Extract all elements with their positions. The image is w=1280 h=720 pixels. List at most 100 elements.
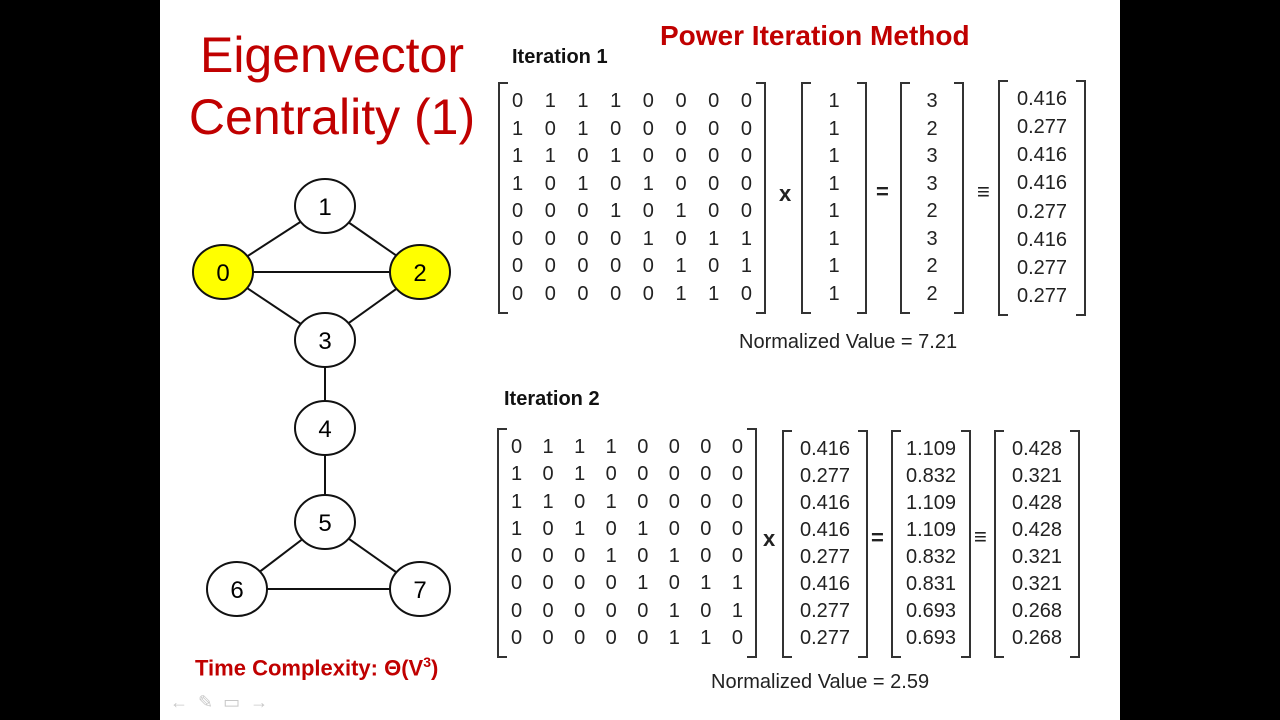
matrix-cell: 0 bbox=[577, 145, 589, 168]
vector-entry: 1 bbox=[809, 90, 859, 113]
menu-icon[interactable]: ▭ bbox=[223, 691, 241, 712]
matrix-cell: 1 bbox=[642, 172, 654, 195]
vector-entry: 1 bbox=[809, 283, 859, 306]
matrix-cell: 0.428 bbox=[1011, 519, 1063, 541]
matrix-cell: 0 bbox=[544, 200, 556, 223]
matrix-cell: 1 bbox=[637, 572, 649, 595]
matrix-cell: 0.428 bbox=[1011, 492, 1063, 514]
matrix-cell: 0 bbox=[637, 436, 649, 458]
matrix-cell: 0 bbox=[700, 490, 712, 513]
graph-node-circle bbox=[294, 400, 356, 456]
graph-node-label: 2 bbox=[413, 260, 426, 287]
matrix-cell: 1 bbox=[512, 145, 524, 168]
graph-node-circle bbox=[389, 561, 451, 617]
graph-node-circle bbox=[294, 312, 356, 368]
matrix-cell: 0 bbox=[610, 282, 622, 305]
matrix-cell: 1 bbox=[574, 436, 586, 458]
matrix-cell: 0 bbox=[574, 626, 586, 649]
matrix-cell: 0.416 bbox=[799, 492, 851, 514]
vector-entry: 3 bbox=[908, 90, 956, 113]
matrix-cell: 3 bbox=[926, 90, 938, 112]
matrix-cell: 1 bbox=[675, 282, 687, 305]
iteration-2-times: x bbox=[763, 526, 776, 551]
matrix-cell: 0 bbox=[675, 227, 687, 250]
matrix-cell: 1 bbox=[828, 227, 840, 250]
vector-entry: 3 bbox=[908, 145, 956, 168]
matrix-cell: 0 bbox=[511, 545, 523, 568]
next-arrow-icon[interactable]: → bbox=[250, 691, 269, 712]
vector-entry: 0.416 bbox=[790, 573, 860, 596]
matrix-cell: 1 bbox=[511, 490, 523, 513]
matrix-cell: 1 bbox=[610, 200, 622, 223]
matrix-cell: 0 bbox=[511, 572, 523, 595]
matrix-cell: 0 bbox=[731, 545, 743, 568]
vector-entry: 1.109 bbox=[899, 438, 963, 461]
matrix-cell: 0 bbox=[544, 227, 556, 250]
matrix-cell: 1 bbox=[574, 463, 586, 486]
graph-node-label: 7 bbox=[413, 577, 426, 604]
slide-heading: Power Iteration Method bbox=[660, 20, 970, 51]
time-complexity-close: ) bbox=[431, 655, 439, 681]
matrix-cell: 1 bbox=[577, 172, 589, 195]
matrix-cell: 1 bbox=[828, 117, 840, 140]
matrix-cell: 0 bbox=[637, 490, 649, 513]
matrix-cell: 0 bbox=[512, 255, 524, 278]
matrix-cell: 2 bbox=[926, 117, 938, 140]
title-line-1: Eigenvector bbox=[199, 27, 465, 83]
matrix-cell: 0 bbox=[542, 517, 554, 540]
vector-entry: 0.416 bbox=[1006, 144, 1078, 167]
matrix-cell: 0 bbox=[605, 626, 617, 649]
graph-node-circle bbox=[294, 494, 356, 550]
matrix-cell: 0 bbox=[642, 117, 654, 140]
matrix-cell: 0 bbox=[731, 490, 743, 513]
matrix-cell: 0.277 bbox=[799, 600, 851, 622]
matrix-cell: 0 bbox=[668, 517, 680, 540]
matrix-cell: 0 bbox=[511, 436, 523, 458]
matrix-cell: 0 bbox=[512, 282, 524, 305]
matrix-cell: 1 bbox=[512, 117, 524, 140]
matrix-cell: 0.693 bbox=[905, 600, 957, 622]
matrix-cell: 1 bbox=[542, 436, 554, 458]
matrix-cell: 0.428 bbox=[1011, 438, 1063, 460]
graph-node-label: 1 bbox=[318, 194, 331, 221]
pen-icon[interactable]: ✎ bbox=[198, 691, 214, 712]
vector-entry: 1 bbox=[809, 200, 859, 223]
matrix-cell: 0 bbox=[731, 626, 743, 649]
matrix-cell: 0 bbox=[708, 90, 720, 112]
iteration-2-approx: ≡ bbox=[974, 524, 987, 549]
matrix-cell: 0.277 bbox=[1016, 284, 1068, 307]
iteration-1-normalized-value: Normalized Value = 7.21 bbox=[739, 331, 958, 353]
iteration-2-normalized-value: Normalized Value = 2.59 bbox=[711, 671, 930, 693]
matrix-cell: 0 bbox=[544, 117, 556, 140]
time-complexity: Time Complexity: Θ(V3) bbox=[195, 654, 438, 681]
matrix-cell: 0 bbox=[542, 463, 554, 486]
vector-entry: 0.321 bbox=[1002, 573, 1072, 596]
matrix-cell: 1 bbox=[512, 172, 524, 195]
vector-entry: 0.428 bbox=[1002, 519, 1072, 542]
matrix-cell: 0.416 bbox=[1016, 172, 1068, 195]
prev-arrow-icon[interactable]: ← bbox=[170, 691, 188, 712]
matrix-cell: 1 bbox=[700, 572, 712, 595]
vector-entry: 0.428 bbox=[1002, 438, 1072, 461]
matrix-cell: 0 bbox=[740, 90, 752, 112]
matrix-cell: 0 bbox=[637, 626, 649, 649]
vector-entry: 3 bbox=[908, 173, 956, 196]
matrix-cell: 0 bbox=[637, 463, 649, 486]
graph-node-circle bbox=[294, 178, 356, 234]
matrix-cell: 0 bbox=[708, 145, 720, 168]
vector-entry: 0.321 bbox=[1002, 546, 1072, 569]
vector-entry: 0.832 bbox=[899, 465, 963, 488]
matrix-cell: 0 bbox=[740, 172, 752, 195]
matrix-cell: 1 bbox=[605, 545, 617, 568]
graph-node-label: 0 bbox=[216, 260, 229, 287]
matrix-cell: 0 bbox=[668, 463, 680, 486]
matrix-cell: 0.416 bbox=[1016, 228, 1068, 251]
vector-entry: 3 bbox=[908, 228, 956, 251]
